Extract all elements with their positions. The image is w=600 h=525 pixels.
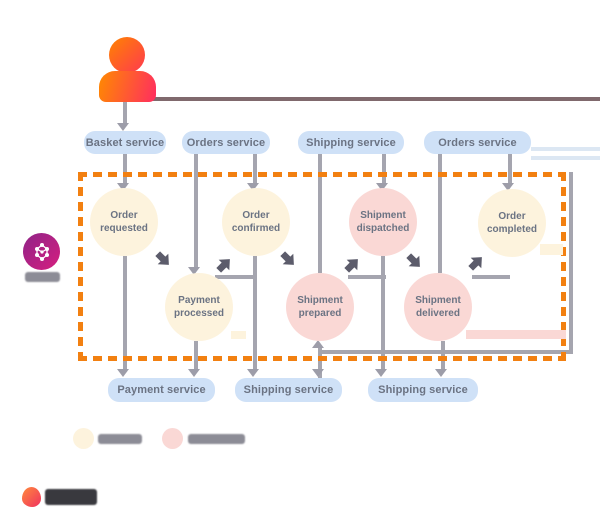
broker-boundary-bottom bbox=[78, 356, 566, 361]
brand-logo-icon bbox=[22, 487, 41, 507]
legend-label-shipment-redacted bbox=[188, 434, 245, 444]
arrowhead-into-shipping-service2-a bbox=[375, 369, 387, 377]
connector-paymentprocessed-paymentservice bbox=[194, 341, 198, 370]
arrowhead-into-payment-processed bbox=[188, 267, 200, 275]
service-orders2-label: Orders service bbox=[438, 136, 517, 149]
legend-label-order-redacted bbox=[98, 434, 142, 444]
service-shipping-top-label: Shipping service bbox=[306, 136, 396, 149]
connector-orders-orderconfirmed bbox=[253, 154, 257, 183]
service-shipping-bottom1-label: Shipping service bbox=[243, 384, 334, 396]
event-shipment-prepared-label: Shipment prepared bbox=[297, 295, 343, 319]
event-shipment-delivered-label: Shipment delivered bbox=[415, 295, 461, 319]
connector-stub-2 bbox=[348, 275, 386, 279]
connector-orders2-ordercompleted bbox=[508, 154, 512, 183]
arrowhead-into-basket-service bbox=[117, 123, 129, 131]
arrowhead-into-shipping-service2-b bbox=[435, 369, 447, 377]
event-order-completed: Order completed bbox=[478, 189, 546, 257]
service-basket: Basket service bbox=[84, 131, 166, 154]
connector-basket-orderrequested bbox=[123, 154, 127, 183]
arrowhead-into-shipment-prepared bbox=[312, 340, 324, 348]
broker-logo-caption-redacted bbox=[25, 272, 60, 282]
shipment-delivered-band bbox=[466, 330, 566, 339]
flow-arrow-up-right-icon bbox=[214, 255, 234, 275]
service-payment: Payment service bbox=[108, 378, 215, 402]
connector-shipmentdispatched-shippingservice2 bbox=[381, 256, 385, 370]
service-payment-label: Payment service bbox=[117, 384, 206, 396]
orders-service-loop-line-1 bbox=[531, 147, 600, 151]
broker-boundary-top bbox=[78, 172, 566, 177]
connector-customer-basket bbox=[123, 101, 127, 125]
connector-orders2-shipmentdelivered bbox=[438, 154, 442, 273]
event-payment-processed: Payment processed bbox=[165, 273, 233, 341]
customer-person-icon bbox=[109, 37, 145, 73]
connector-stub-1 bbox=[215, 275, 253, 279]
arrowhead-into-shipping-service1-a bbox=[247, 369, 259, 377]
payment-processed-notch bbox=[231, 331, 246, 339]
event-order-confirmed-label: Order confirmed bbox=[231, 210, 281, 234]
customer-person-icon-body bbox=[99, 71, 156, 102]
connector-orders-paymentprocessed bbox=[194, 154, 198, 267]
flow-arrow-down-right-icon bbox=[278, 249, 298, 269]
flow-arrow-up-right-icon bbox=[466, 253, 486, 273]
legend-swatch-order-events bbox=[73, 428, 94, 449]
connector-shippingservice1-shipmentprepared bbox=[318, 348, 322, 378]
event-shipment-dispatched: Shipment dispatched bbox=[349, 188, 417, 256]
arrowhead-into-order-requested bbox=[117, 183, 129, 191]
flow-arrow-down-right-icon bbox=[153, 249, 173, 269]
connector-right-loop-vertical bbox=[569, 172, 573, 350]
event-order-requested: Order requested bbox=[90, 188, 158, 256]
order-completed-notch bbox=[540, 244, 563, 255]
arrowhead-into-order-completed bbox=[502, 183, 514, 191]
connector-bottom-loop-horizontal bbox=[318, 350, 573, 354]
service-orders1-label: Orders service bbox=[186, 136, 266, 149]
connector-stub-3 bbox=[472, 275, 510, 279]
event-shipment-prepared: Shipment prepared bbox=[286, 273, 354, 341]
event-order-completed-label: Order completed bbox=[486, 211, 537, 235]
arrowhead-into-payment-service-1 bbox=[117, 369, 129, 377]
brand-wordmark-redacted bbox=[45, 489, 97, 505]
event-shipment-delivered: Shipment delivered bbox=[404, 273, 472, 341]
service-shipping-bottom-2: Shipping service bbox=[368, 378, 478, 402]
connector-orderrequested-paymentservice bbox=[123, 256, 127, 370]
broker-boundary-right bbox=[561, 172, 566, 361]
service-orders-1: Orders service bbox=[182, 131, 270, 154]
connector-orderconfirmed-shippingservice1 bbox=[253, 256, 257, 370]
customer-response-line bbox=[150, 97, 600, 101]
event-payment-processed-label: Payment processed bbox=[173, 295, 225, 319]
arrowhead-into-payment-service-2 bbox=[188, 369, 200, 377]
event-shipment-dispatched-label: Shipment dispatched bbox=[356, 210, 410, 234]
arrowhead-into-order-confirmed bbox=[247, 183, 259, 191]
connector-shipping-shipmentdispatched bbox=[382, 154, 386, 183]
event-broker-logo-icon bbox=[23, 233, 60, 270]
connector-shippingservice-shipmentprepared bbox=[318, 154, 322, 273]
broker-boundary-left bbox=[78, 172, 83, 361]
legend-swatch-shipment-events bbox=[162, 428, 183, 449]
event-order-confirmed: Order confirmed bbox=[222, 188, 290, 256]
service-shipping-bottom2-label: Shipping service bbox=[378, 384, 468, 396]
flow-arrow-down-right-icon bbox=[404, 251, 424, 271]
connector-shipmentdelivered-shippingservice2 bbox=[441, 341, 445, 370]
broker-network-glyph bbox=[34, 242, 49, 261]
service-shipping-bottom-1: Shipping service bbox=[235, 378, 342, 402]
orders-service-loop-line-2 bbox=[531, 156, 600, 160]
arrowhead-into-shipping-service1-b bbox=[312, 369, 324, 377]
flow-arrow-up-right-icon bbox=[342, 255, 362, 275]
service-shipping-top: Shipping service bbox=[298, 131, 404, 154]
service-orders-2: Orders service bbox=[424, 131, 531, 154]
event-order-requested-label: Order requested bbox=[100, 210, 148, 234]
service-basket-label: Basket service bbox=[85, 136, 165, 149]
arrowhead-into-shipment-dispatched bbox=[376, 183, 388, 191]
